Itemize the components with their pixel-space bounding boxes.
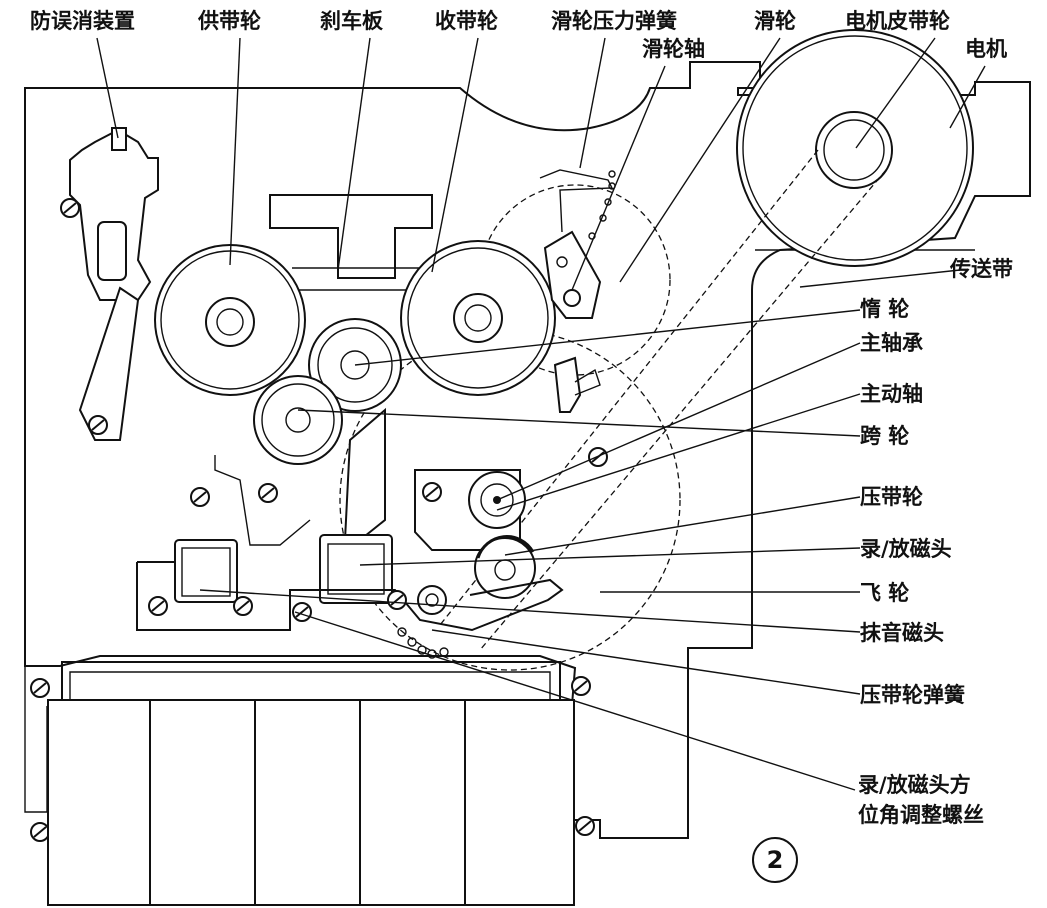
label-idler: 惰 轮	[860, 297, 909, 321]
leader-lines	[96, 37, 986, 791]
anti-erase-device	[62, 127, 159, 441]
label-brake-plate: 刹车板	[320, 9, 384, 33]
label-pulley-shaft: 滑轮轴	[642, 37, 705, 61]
pinch-roller-arm	[553, 356, 582, 413]
label-main-bearing: 主轴承	[860, 331, 923, 355]
pinch-roller-spring	[397, 627, 449, 659]
label-motor: 电机	[965, 37, 1007, 61]
label-belt: 传送带	[949, 257, 1013, 281]
label-motor-pulley: 电机皮带轮	[845, 9, 950, 33]
label-pulley-spring: 滑轮压力弹簧	[551, 9, 677, 33]
svg-text:2: 2	[767, 846, 784, 874]
pulley-spring-holes	[588, 170, 616, 240]
motor-pulley	[815, 111, 893, 189]
label-anti-erase: 防误消装置	[30, 9, 135, 33]
label-rec-play-head: 录/放磁头	[860, 537, 952, 561]
label-pinch-spring: 压带轮弹簧	[860, 683, 965, 707]
label-capstan: 主动轴	[860, 382, 923, 406]
label-takeup-reel: 收带轮	[435, 9, 498, 33]
label-flywheel: 飞 轮	[860, 581, 909, 605]
left-guide-head	[174, 539, 238, 603]
label-pulley: 滑轮	[754, 9, 796, 33]
figure-number: 2	[752, 837, 798, 883]
takeup-reel	[400, 240, 556, 396]
label-bridge-wheel: 跨 轮	[860, 424, 909, 448]
cassette-bar	[61, 661, 561, 700]
pulley-arm	[539, 169, 614, 319]
supply-reel	[154, 244, 306, 396]
operation-keys	[47, 699, 575, 906]
label-azimuth-screw-line2: 位角调整螺丝	[858, 803, 984, 827]
head-base-plate	[136, 561, 564, 632]
pulley	[479, 184, 671, 376]
label-supply-reel: 供带轮	[197, 9, 261, 33]
label-erase-head: 抹音磁头	[860, 621, 944, 645]
rec-play-head	[319, 534, 393, 604]
label-azimuth-screw-line1: 录/放磁头方	[858, 773, 971, 797]
bridge-wheel	[253, 375, 343, 465]
label-pinch-roller: 压带轮	[860, 485, 923, 509]
erase-head	[417, 585, 447, 615]
